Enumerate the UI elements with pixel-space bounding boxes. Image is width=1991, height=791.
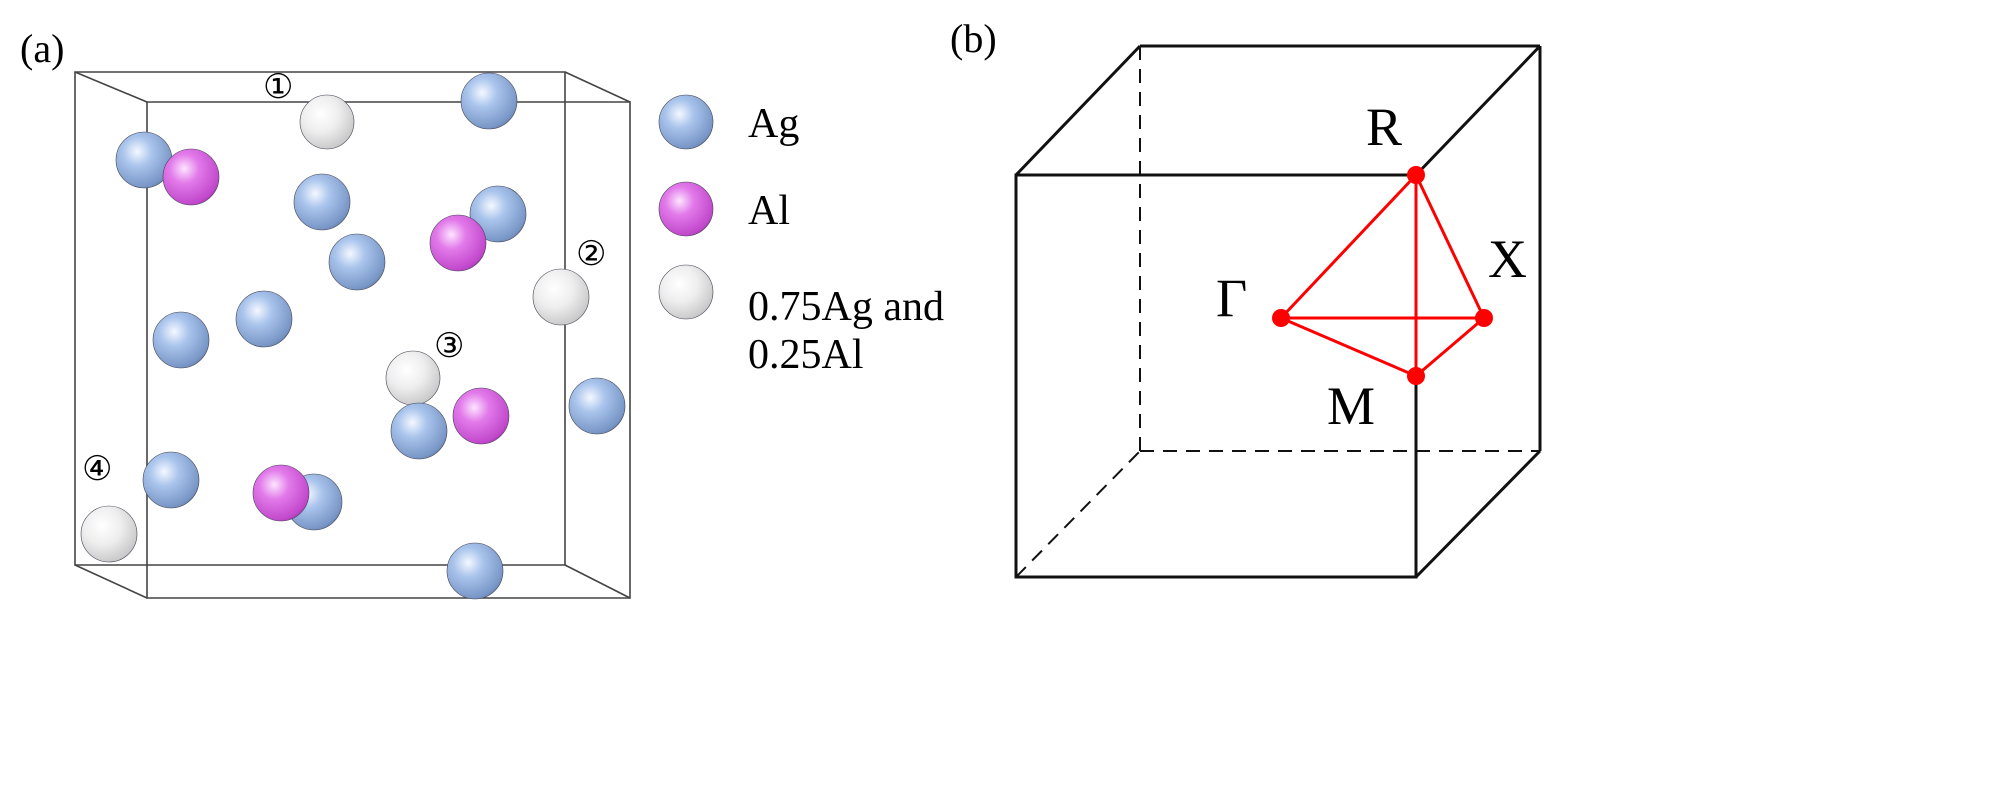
site-markers: ① ② ③ ④ — [82, 68, 606, 488]
cube-edge — [1414, 449, 1542, 579]
legend-label-mixed-line-1: 0.75Ag and — [748, 284, 944, 330]
atom-mixed — [80, 505, 138, 563]
panel-a-label: (a) — [20, 26, 64, 71]
legend-label-al: Al — [748, 188, 790, 234]
atom-ag — [446, 542, 504, 600]
atom-al — [162, 148, 220, 206]
legend-label-mixed-line-2: 0.25Al — [748, 332, 864, 378]
label-r: R — [1366, 97, 1402, 157]
cell-edge — [74, 564, 148, 599]
legend-swatch-ag — [658, 94, 714, 150]
site-marker-3: ③ — [434, 327, 464, 365]
atom-ag — [469, 185, 527, 243]
point-x — [1475, 309, 1493, 327]
atom-ag — [568, 377, 626, 435]
site-marker-2: ② — [576, 235, 606, 273]
atom-ag — [328, 233, 386, 291]
path-segment-m-x — [1415, 316, 1485, 378]
cube-edge — [1414, 44, 1542, 177]
atom-al — [429, 214, 487, 272]
atom-mixed — [385, 350, 441, 406]
atom-ag — [235, 290, 293, 348]
path-segment-gamma-r — [1279, 173, 1418, 320]
high-symmetry-path — [1279, 173, 1486, 378]
atom-ag — [293, 173, 351, 231]
atom-mixed — [299, 94, 355, 150]
atoms — [80, 72, 626, 600]
atom-ag — [152, 311, 210, 369]
cube-hidden-edge — [1015, 450, 1141, 578]
label-x: X — [1488, 229, 1527, 289]
cell-edge — [564, 564, 631, 599]
brillouin-zone-cube — [1014, 44, 1542, 579]
high-symmetry-points — [1272, 166, 1493, 385]
cell-edge — [564, 71, 631, 103]
atom-ag — [142, 451, 200, 509]
site-marker-1: ① — [263, 68, 293, 106]
label-m: M — [1327, 376, 1375, 436]
atom-ag — [460, 72, 518, 130]
legend-label-ag: Ag — [748, 101, 799, 147]
legend-swatch-al — [658, 181, 714, 237]
path-segment-r-x — [1414, 174, 1486, 319]
cell-front-face — [146, 101, 631, 599]
point-m — [1407, 367, 1425, 385]
atom-al — [452, 387, 510, 445]
cube-edge — [1014, 44, 1142, 177]
path-segment-gamma-m — [1280, 316, 1417, 378]
panel-a: (a) — [20, 26, 944, 600]
atom-al — [252, 464, 310, 522]
point-r — [1407, 166, 1425, 184]
site-marker-4: ④ — [82, 450, 112, 488]
atom-ag — [390, 402, 448, 460]
atom-mixed — [532, 268, 590, 326]
cell-edge — [74, 71, 148, 103]
panel-b: (b) — [950, 16, 1542, 579]
species-legend — [658, 94, 714, 320]
legend-swatch-mixed — [658, 264, 714, 320]
label-gamma: Γ — [1216, 268, 1247, 328]
panel-b-label: (b) — [950, 16, 997, 61]
point-gamma — [1272, 309, 1290, 327]
